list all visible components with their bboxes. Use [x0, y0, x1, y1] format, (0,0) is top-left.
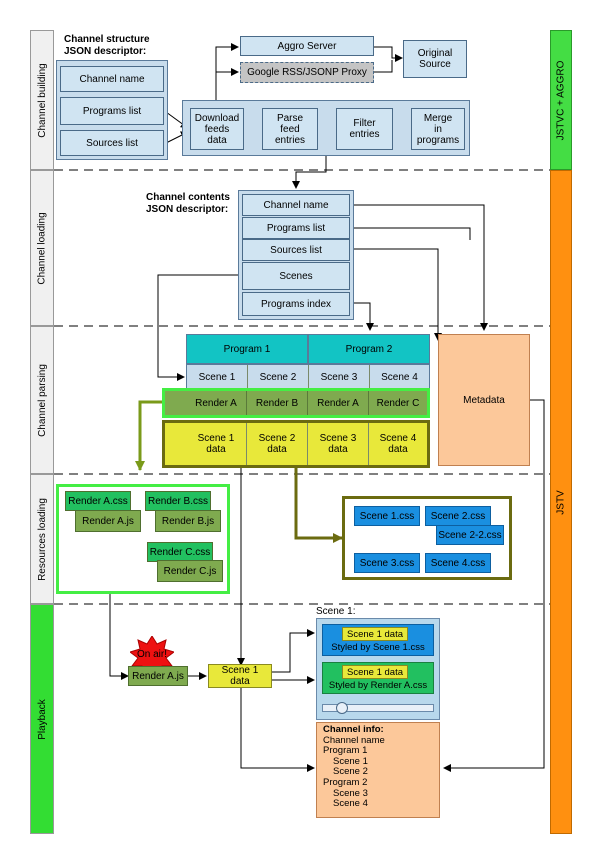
render-c-js: Render C.js — [157, 560, 223, 582]
screen-2-style: Styled by Render A.css — [328, 680, 428, 691]
render-cell-3: Render A — [308, 391, 369, 415]
info-line: Scene 1 — [333, 755, 368, 767]
info-line: Scene 2 — [333, 766, 368, 778]
info-line: Program 1 — [323, 745, 368, 757]
scene-cell-3: Scene 3 — [309, 365, 370, 389]
scene-2-2-css: Scene 2-2.css — [436, 525, 504, 545]
render-a-js: Render A.js — [75, 510, 141, 532]
scene-cell-1: Scene 1 — [187, 365, 248, 389]
structure-sources-list: Sources list — [60, 130, 164, 156]
lane-channel-loading: Channel loading — [30, 170, 54, 326]
scene-2-css: Scene 2.css — [425, 506, 491, 526]
contents-channel-name: Channel name — [242, 194, 350, 216]
scene-3-css: Scene 3.css — [354, 553, 420, 573]
scene-4-css: Scene 4.css — [425, 553, 491, 573]
contents-programs-list: Programs list — [242, 217, 350, 239]
lane-resources-loading: Resources loading — [30, 474, 54, 604]
screen-2-data: Scene 1 data — [342, 665, 408, 679]
render-b-css: Render B.css — [145, 491, 211, 511]
contents-programs-index: Programs index — [242, 292, 350, 316]
playback-render-a-js: Render A.js — [128, 666, 188, 686]
contents-title: Channel contents JSON descriptor: — [146, 192, 230, 215]
render-cell-1: Render A — [186, 391, 247, 415]
program-1: Program 1 — [186, 334, 308, 364]
info-line: Scene 3 — [333, 787, 368, 799]
structure-programs-list: Programs list — [60, 97, 164, 125]
scene-cell-2: Scene 2 — [248, 365, 309, 389]
structure-channel-name: Channel name — [60, 66, 164, 92]
lane-channel-building: Channel building — [30, 30, 54, 170]
metadata: Metadata — [438, 334, 530, 466]
info-line: Program 2 — [323, 776, 368, 788]
bar-jstv: JSTV — [550, 170, 572, 834]
bar-jstvc-aggro: JSTVC + AGGRO — [550, 30, 572, 170]
screen-1-style: Styled by Scene 1.css — [331, 642, 425, 653]
structure-title: Channel structure JSON descriptor: — [64, 34, 150, 57]
scene-1-label: Scene 1: — [316, 606, 356, 617]
info-line: Scene 4 — [333, 798, 368, 810]
channel-info-title: Channel info: — [323, 724, 384, 735]
playback-slider-handle[interactable] — [336, 702, 348, 714]
playback-scene-data: Scene 1 data — [208, 664, 272, 688]
scene-1-css: Scene 1.css — [354, 506, 420, 526]
renders-row: Render A Render B Render A Render C — [162, 388, 430, 418]
on-air-label: On air! — [136, 649, 167, 660]
channel-info-panel: Channel info: Channel name Program 1 Sce… — [316, 722, 440, 818]
contents-sources-list: Sources list — [242, 239, 350, 261]
render-a-css: Render A.css — [65, 491, 131, 511]
render-cell-4: Render C — [376, 397, 420, 409]
render-b-js: Render B.js — [155, 510, 221, 532]
program-2: Program 2 — [308, 334, 430, 364]
contents-scenes: Scenes — [242, 262, 350, 290]
original-source: Original Source — [403, 40, 467, 78]
google-proxy: Google RSS/JSONP Proxy — [240, 62, 374, 83]
scenes-row: Scene 1 Scene 2 Scene 3 Scene 4 — [186, 364, 430, 390]
info-line: Channel name — [323, 734, 385, 746]
render-c-css: Render C.css — [147, 542, 213, 562]
aggro-server: Aggro Server — [240, 36, 374, 56]
lane-playback: Playback — [30, 604, 54, 834]
lane-channel-parsing: Channel parsing — [30, 326, 54, 474]
scene-cell-4: Scene 4 — [381, 371, 418, 383]
render-cell-2: Render B — [247, 391, 308, 415]
playback-progress-bar[interactable] — [322, 704, 434, 712]
screen-1-data: Scene 1 data — [342, 627, 408, 641]
